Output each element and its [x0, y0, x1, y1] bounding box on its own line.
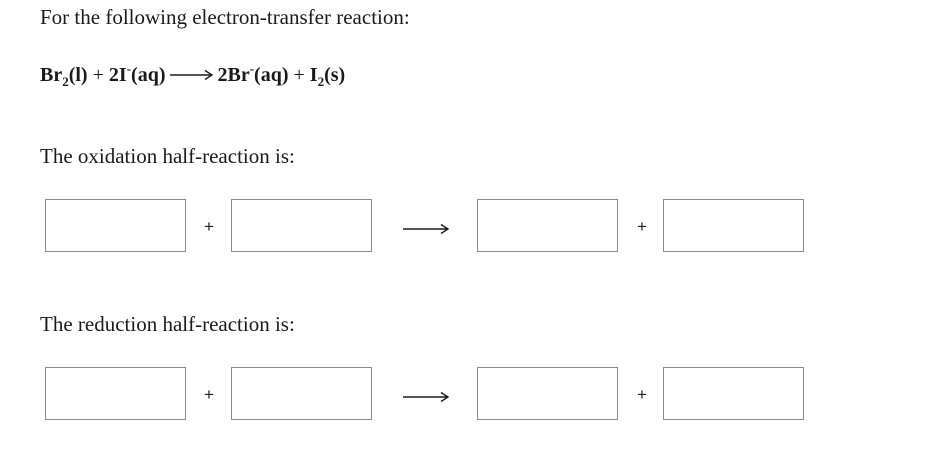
product-bromide-symbol: 2Br	[217, 64, 250, 86]
equation-plus-reactants: +	[92, 64, 104, 86]
reaction-equation: Br2(l) + 2I-(aq)2Br-(aq) + I2(s)	[40, 61, 345, 89]
reduction-product-1-input[interactable]	[477, 367, 618, 420]
reactant-iodide: 2I-(aq)	[108, 61, 166, 86]
reduction-prompt: The reduction half-reaction is:	[40, 312, 295, 336]
reaction-arrow-icon	[170, 64, 214, 84]
oxidation-product-1-input[interactable]	[477, 199, 618, 252]
reduction-product-2-input[interactable]	[663, 367, 804, 420]
equation-plus-products: +	[293, 64, 305, 86]
product-iodine-symbol: I	[309, 64, 318, 86]
product-bromide: 2Br-(aq)	[217, 61, 289, 86]
oxidation-plus-right: +	[637, 217, 647, 236]
reactant-iodide-state: (aq)	[131, 64, 166, 86]
oxidation-plus-left: +	[204, 217, 214, 236]
product-iodine-state: (s)	[324, 64, 346, 86]
reactant-iodide-charge: -	[126, 61, 132, 76]
product-iodine: I2(s)	[309, 64, 346, 89]
reactant-bromine-state: (l)	[68, 64, 88, 86]
product-bromide-charge: -	[249, 61, 255, 76]
reduction-reactant-2-input[interactable]	[231, 367, 372, 420]
product-bromide-state: (aq)	[254, 64, 289, 86]
reactant-bromine-symbol: Br	[40, 64, 63, 86]
oxidation-prompt: The oxidation half-reaction is:	[40, 144, 295, 168]
reduction-arrow-icon	[403, 391, 450, 403]
oxidation-reactant-1-input[interactable]	[45, 199, 186, 252]
reactant-bromine: Br2(l)	[40, 64, 88, 89]
reduction-plus-right: +	[637, 385, 647, 404]
oxidation-arrow-icon	[403, 223, 450, 235]
product-iodine-subscript: 2	[317, 74, 325, 89]
reduction-reactant-1-input[interactable]	[45, 367, 186, 420]
question-intro: For the following electron-transfer reac…	[40, 5, 410, 29]
reactant-iodide-symbol: 2I	[108, 64, 127, 86]
reduction-plus-left: +	[204, 385, 214, 404]
reactant-bromine-subscript: 2	[62, 74, 69, 89]
oxidation-reactant-2-input[interactable]	[231, 199, 372, 252]
oxidation-product-2-input[interactable]	[663, 199, 804, 252]
